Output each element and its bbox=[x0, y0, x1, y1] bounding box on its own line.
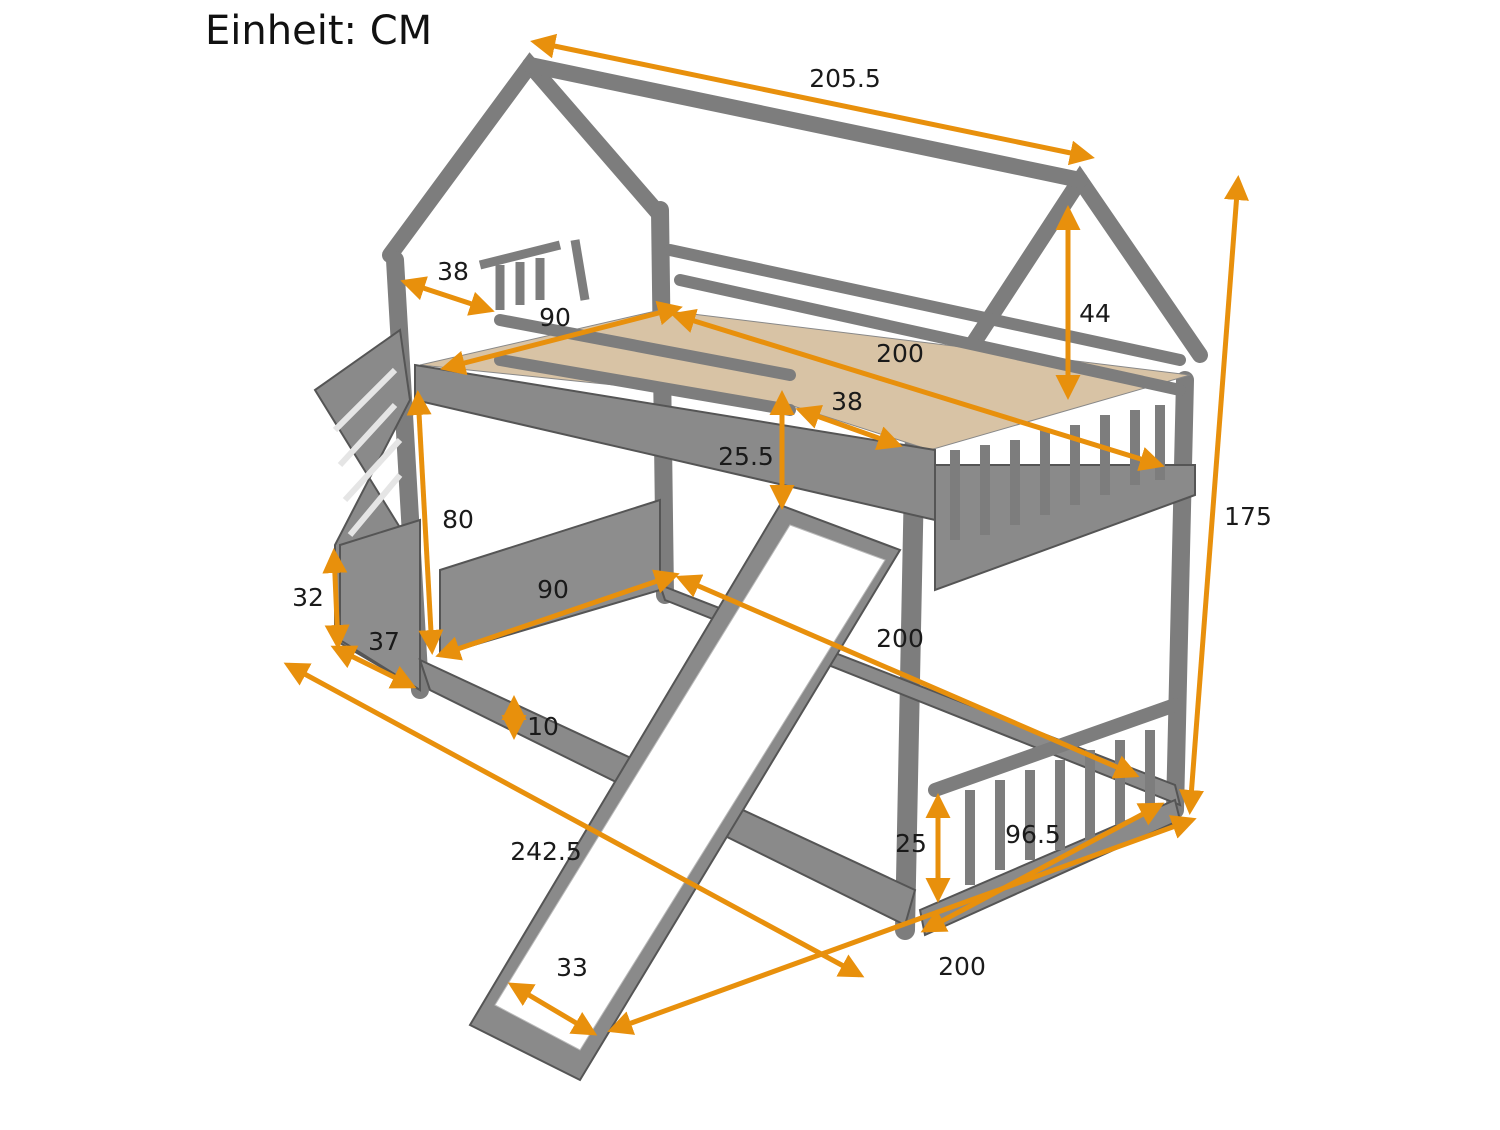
slide-width-label: 33 bbox=[556, 953, 588, 982]
stair-slats bbox=[332, 367, 403, 537]
ladder-rails bbox=[478, 239, 590, 310]
total-length-label: 242.5 bbox=[510, 837, 582, 866]
stair-height-label: 80 bbox=[442, 505, 474, 534]
step-depth-label: 37 bbox=[368, 627, 400, 656]
stair-height-arrow bbox=[406, 390, 444, 655]
ladder-depth-label: 38 bbox=[437, 257, 469, 286]
rail-height-label: 25.5 bbox=[718, 442, 774, 471]
dimension-labels: 205.5 44 175 38 90 200 38 25.5 80 32 37 … bbox=[292, 64, 1272, 982]
roof-front bbox=[382, 52, 668, 263]
step-block bbox=[339, 518, 421, 692]
total-height-label: 175 bbox=[1224, 502, 1272, 531]
unit-label: Einheit: CM bbox=[205, 8, 433, 54]
post bbox=[1166, 371, 1194, 819]
top-width-arrow bbox=[440, 300, 683, 376]
roof-height-label: 44 bbox=[1079, 299, 1111, 328]
bottom-width-arrow bbox=[435, 569, 680, 661]
bottom-width-label: 90 bbox=[537, 575, 569, 604]
top-width-label: 90 bbox=[539, 303, 571, 332]
dimension-arrows bbox=[283, 33, 1249, 1036]
rail-gap-arrow bbox=[795, 404, 903, 451]
low-rail-length-arrow bbox=[920, 802, 1165, 933]
total-height-arrow bbox=[1179, 175, 1249, 815]
top-length-label: 200 bbox=[876, 339, 924, 368]
total-width-label: 200 bbox=[938, 952, 986, 981]
rail-gap-label: 38 bbox=[831, 387, 863, 416]
bottom-length-arrow bbox=[675, 574, 1140, 779]
top-length-arrow bbox=[670, 308, 1165, 472]
step-height-arrow bbox=[322, 548, 350, 650]
roof-length-arrow bbox=[530, 33, 1095, 166]
top-end-rail bbox=[934, 464, 1196, 592]
slide-width-arrow bbox=[507, 982, 598, 1036]
floor-clearance-label: 10 bbox=[527, 712, 559, 741]
step-height-label: 32 bbox=[292, 583, 324, 612]
post bbox=[651, 201, 674, 604]
low-rail-length-label: 96.5 bbox=[1005, 820, 1061, 849]
ladder-depth-arrow bbox=[400, 276, 495, 316]
roof-length-label: 205.5 bbox=[809, 64, 881, 93]
bottom-length-label: 200 bbox=[876, 624, 924, 653]
low-rail-height-label: 25 bbox=[895, 829, 927, 858]
